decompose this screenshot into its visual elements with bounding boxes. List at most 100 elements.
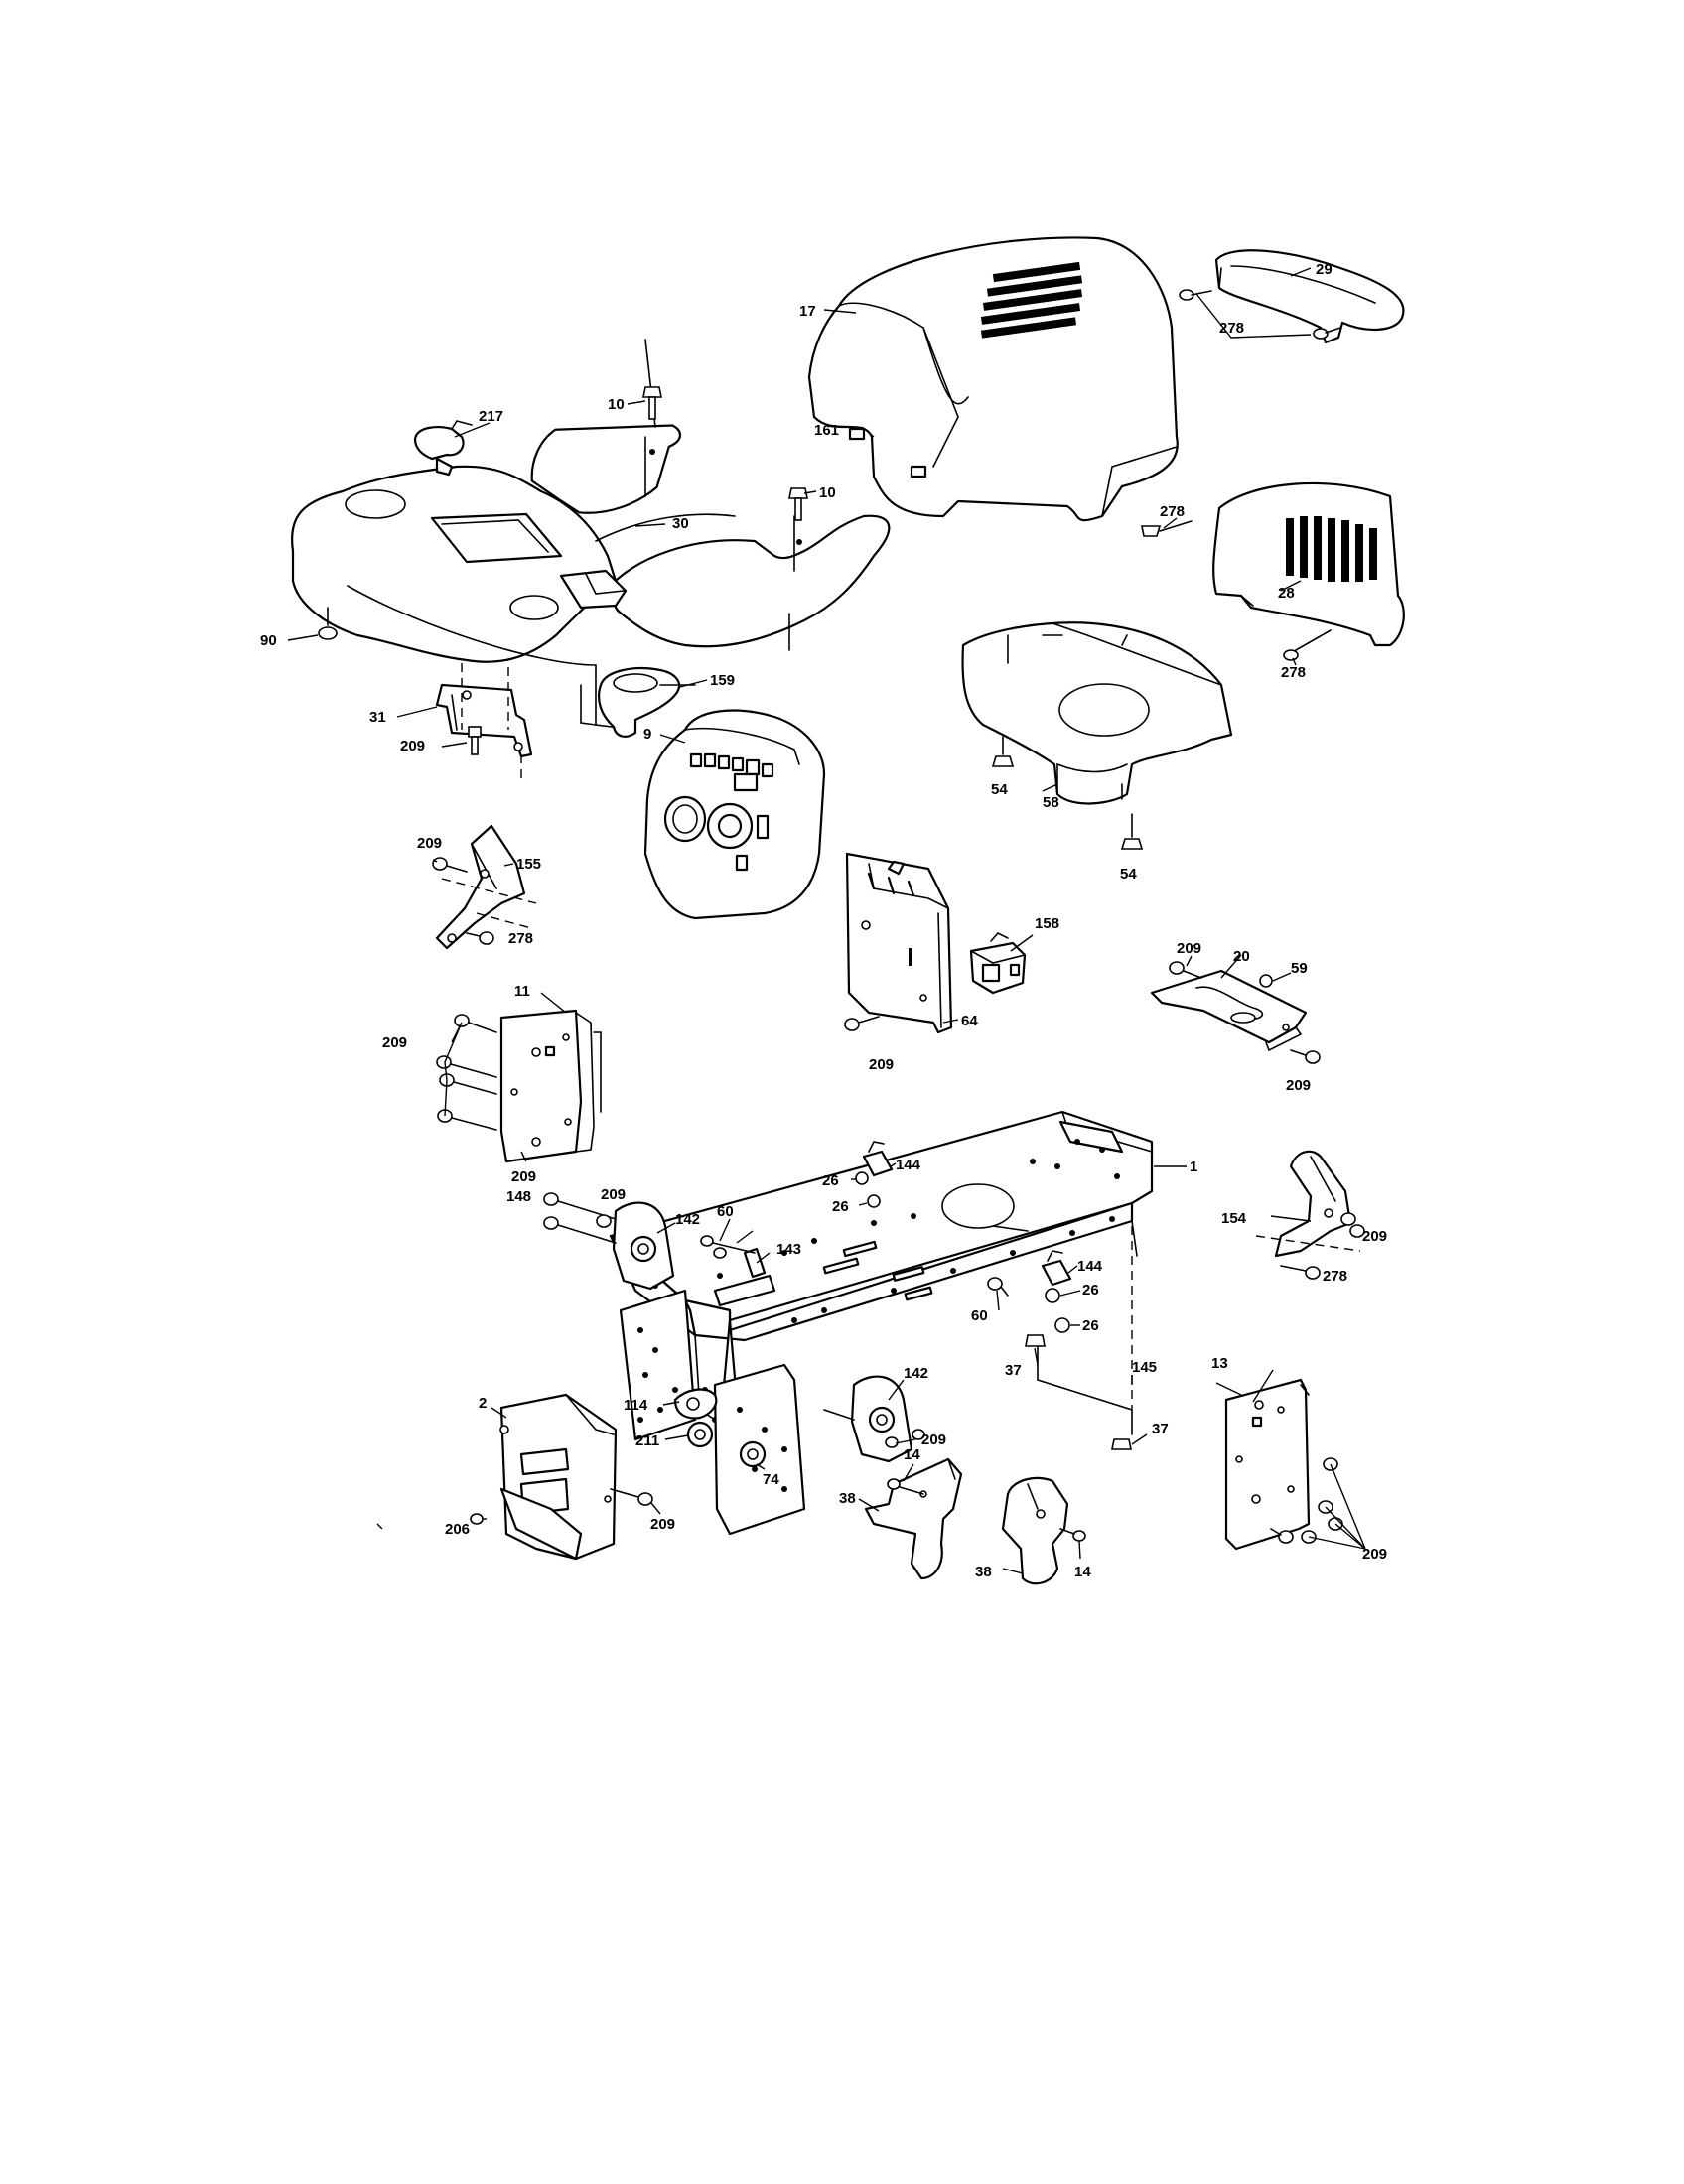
callout-74: 74: [763, 1471, 779, 1488]
nut-26-lower2: [1054, 1317, 1070, 1333]
callout-60: 60: [717, 1203, 734, 1220]
grille: [1212, 481, 1405, 647]
screw-209-f1: [454, 1014, 497, 1033]
callout-278: 278: [1219, 320, 1244, 337]
callout-31: 31: [369, 709, 386, 726]
dash-panel: [643, 709, 826, 920]
fasteners: [318, 289, 1365, 1544]
callout-59: 59: [1291, 960, 1308, 977]
screw-278-hood: [1141, 520, 1193, 537]
nut-26-upper: [855, 1171, 869, 1185]
bracket-143: [713, 1247, 776, 1307]
callout-148: 148: [506, 1188, 531, 1205]
front-bumper-plate: [499, 1393, 618, 1561]
callout-142: 142: [675, 1211, 700, 1228]
callout-26: 26: [1082, 1317, 1099, 1334]
bushing-211: [686, 1421, 714, 1448]
callout-209: 209: [417, 835, 442, 852]
screw-209-c: [844, 1016, 880, 1031]
shroud: [961, 621, 1233, 805]
callout-158: 158: [1035, 915, 1059, 932]
dash-switches: [689, 752, 774, 792]
screw-209-f2: [436, 1055, 497, 1078]
cup-holder: [509, 595, 559, 620]
screw-60-a: [700, 1235, 756, 1259]
screw-14-b: [1059, 1528, 1086, 1542]
callout-30: 30: [672, 515, 689, 532]
callout-209: 209: [400, 738, 425, 754]
side-plate-11: [499, 1009, 602, 1163]
callout-26: 26: [832, 1198, 849, 1215]
screw-278-top2: [1313, 327, 1341, 340]
clip-144-upper: [862, 1141, 894, 1177]
callout-206: 206: [445, 1521, 470, 1538]
fender-bracket: [435, 663, 533, 784]
callout-9: 9: [643, 726, 651, 743]
screw-206: [470, 1513, 484, 1525]
screw-209-k: [610, 1488, 653, 1506]
callout-278: 278: [1160, 503, 1185, 520]
hood-grille-vents: [980, 261, 1083, 339]
callout-209: 209: [1177, 940, 1201, 957]
grille-louvers: [1286, 516, 1377, 582]
screw-209-f4: [437, 1109, 497, 1131]
screw-209-f3: [439, 1073, 497, 1095]
callout-60: 60: [971, 1307, 988, 1324]
bolt-10-upper: [642, 386, 662, 420]
callout-211: 211: [635, 1433, 659, 1449]
panel-64: [845, 852, 953, 1034]
headlight-bezel: [1214, 249, 1405, 344]
callout-54: 54: [1120, 866, 1137, 883]
callout-38: 38: [839, 1490, 856, 1507]
screw-209-e: [1290, 1049, 1321, 1064]
frame-holes: [652, 1139, 1120, 1423]
callout-161: 161: [814, 422, 839, 439]
callout-17: 17: [799, 303, 816, 320]
cup-holder-insert: [597, 667, 696, 738]
bushing-74: [739, 1440, 767, 1468]
callout-159: 159: [710, 672, 735, 689]
bracket-38-right: [1001, 1476, 1069, 1585]
screw-278-d: [466, 931, 494, 945]
screw-278-top: [1179, 289, 1212, 301]
callout-10: 10: [819, 484, 836, 501]
callout-29: 29: [1316, 261, 1333, 278]
axle-bracket-142-lower: [823, 1375, 913, 1463]
nut-54-left: [991, 736, 1015, 767]
callout-1: 1: [1190, 1159, 1197, 1175]
callout-209: 209: [921, 1432, 946, 1448]
callout-278: 278: [1281, 664, 1306, 681]
front-plate: [619, 1289, 697, 1441]
hood: [807, 236, 1179, 522]
callout-209: 209: [511, 1168, 536, 1185]
callout-20: 20: [1233, 948, 1250, 965]
hood-pad: [848, 427, 866, 441]
callout-114: 114: [624, 1397, 648, 1414]
screw-209-b: [432, 857, 468, 873]
nut-59: [1259, 974, 1273, 988]
callout-54: 54: [991, 781, 1008, 798]
callout-209: 209: [650, 1516, 675, 1533]
callout-144: 144: [896, 1157, 921, 1173]
hood-pad: [910, 465, 927, 478]
bolt-37-a: [1025, 1334, 1046, 1347]
axle-bracket-142-upper: [612, 1201, 675, 1291]
callout-26: 26: [1082, 1282, 1099, 1298]
callout-10: 10: [608, 396, 625, 413]
callout-209: 209: [1362, 1228, 1387, 1245]
callout-209: 209: [601, 1186, 626, 1203]
callout-209: 209: [382, 1034, 407, 1051]
callout-13: 13: [1211, 1355, 1228, 1372]
nut-26-upper2: [867, 1194, 881, 1208]
callout-labels: 17 29 278 10 217 161 10 30 278 28 90 278…: [260, 261, 1387, 1580]
callout-26: 26: [822, 1172, 839, 1189]
callout-58: 58: [1043, 794, 1059, 811]
battery-opening: [430, 512, 563, 564]
callout-144: 144: [1077, 1258, 1103, 1275]
nut-54-right: [1120, 813, 1144, 850]
callout-154: 154: [1221, 1210, 1247, 1227]
callout-278: 278: [1323, 1268, 1347, 1285]
callout-209: 209: [1362, 1546, 1387, 1563]
callout-14: 14: [1074, 1564, 1091, 1580]
